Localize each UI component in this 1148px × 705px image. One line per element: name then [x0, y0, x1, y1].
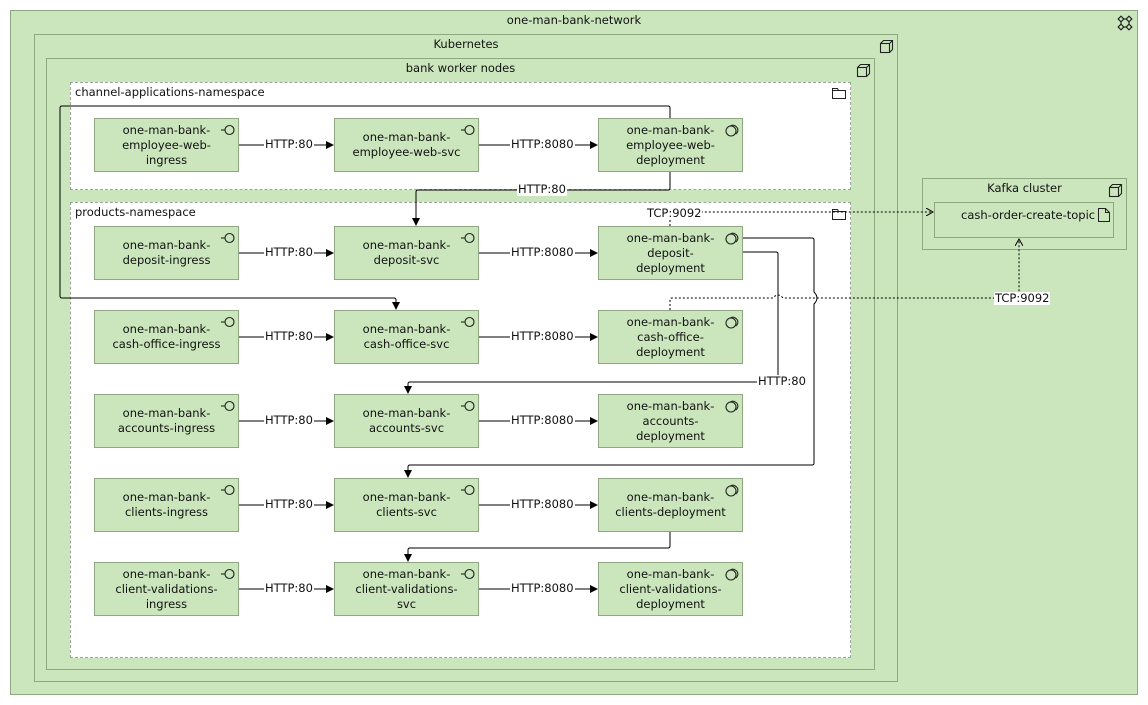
client-validations-deploy-node[interactable]: one-man-bank- client-validations- deploy…: [598, 562, 743, 616]
clients-http8080-label: HTTP:8080: [510, 497, 575, 511]
interface-icon: [461, 400, 475, 412]
cash-office-http80-label: HTTP:80: [264, 329, 314, 343]
cash-office-deploy-node[interactable]: one-man-bank- cash-office- deployment: [598, 310, 743, 364]
products-namespace-title: products-namespace: [75, 205, 196, 219]
kafka-topic-label: cash-order-create-topic: [961, 208, 1096, 222]
system-software-icon: [725, 568, 739, 581]
cash-office-ingress-label: one-man-bank- cash-office-ingress: [112, 322, 221, 351]
interface-icon: [221, 232, 235, 244]
interface-icon: [461, 316, 475, 328]
interface-icon: [461, 124, 475, 136]
employee-web-http80-label: HTTP:80: [264, 137, 314, 151]
employee-web-ingress-node[interactable]: one-man-bank- employee-web- ingress: [94, 118, 239, 172]
deposit-svc-node[interactable]: one-man-bank- deposit-svc: [334, 226, 479, 280]
cash-office-kafka-tcp-label: TCP:9092: [994, 291, 1051, 305]
deposit-http80-label: HTTP:80: [264, 245, 314, 259]
accounts-deploy-node[interactable]: one-man-bank- accounts- deployment: [598, 394, 743, 448]
device-icon: [1108, 183, 1123, 198]
network-title: one-man-bank-network: [506, 13, 642, 27]
accounts-deploy-label: one-man-bank- accounts- deployment: [626, 398, 715, 443]
system-software-icon: [725, 124, 739, 137]
deposit-deploy-node[interactable]: one-man-bank- deposit- deployment: [598, 226, 743, 280]
client-validations-svc-node[interactable]: one-man-bank- client-validations- svc: [334, 562, 479, 616]
employee-web-ingress-label: one-man-bank- employee-web- ingress: [122, 122, 211, 167]
client-validations-deploy-label: one-man-bank- client-validations- deploy…: [619, 566, 722, 611]
system-software-icon: [725, 232, 739, 245]
deposit-ingress-label: one-man-bank- deposit-ingress: [122, 238, 211, 267]
deposit-svc-label: one-man-bank- deposit-svc: [362, 238, 451, 267]
employee-web-svc-node[interactable]: one-man-bank- employee-web-svc: [334, 118, 479, 172]
accounts-http8080-label: HTTP:8080: [510, 413, 575, 427]
cash-office-svc-node[interactable]: one-man-bank- cash-office-svc: [334, 310, 479, 364]
interface-icon: [461, 568, 475, 580]
accounts-http80-label: HTTP:80: [264, 413, 314, 427]
kafka-topic-node[interactable]: cash-order-create-topic: [934, 202, 1114, 238]
deposit-http8080-label: HTTP:8080: [510, 245, 575, 259]
employee-web-deploy-node[interactable]: one-man-bank- employee-web- deployment: [598, 118, 743, 172]
accounts-ingress-node[interactable]: one-man-bank- accounts-ingress: [94, 394, 239, 448]
cash-office-http8080-label: HTTP:8080: [510, 329, 575, 343]
artifact-icon: [1098, 208, 1110, 222]
channel-namespace-title: channel-applications-namespace: [75, 85, 265, 99]
network-icon: [1117, 15, 1133, 31]
interface-icon: [221, 124, 235, 136]
system-software-icon: [725, 484, 739, 497]
accounts-svc-label: one-man-bank- accounts-svc: [362, 406, 451, 435]
device-icon: [856, 63, 871, 78]
clients-svc-node[interactable]: one-man-bank- clients-svc: [334, 478, 479, 532]
system-software-icon: [725, 400, 739, 413]
interface-icon: [221, 400, 235, 412]
cash-office-deploy-label: one-man-bank- cash-office- deployment: [626, 314, 715, 359]
clients-ingress-label: one-man-bank- clients-ingress: [122, 490, 211, 519]
cash-office-svc-label: one-man-bank- cash-office-svc: [362, 322, 451, 351]
interface-icon: [221, 484, 235, 496]
accounts-ingress-label: one-man-bank- accounts-ingress: [117, 406, 216, 435]
interface-icon: [221, 568, 235, 580]
deposit-ingress-node[interactable]: one-man-bank- deposit-ingress: [94, 226, 239, 280]
worker-nodes-title: bank worker nodes: [405, 61, 516, 75]
employee-web-deposit-http80-label: HTTP:80: [517, 182, 567, 196]
interface-icon: [461, 484, 475, 496]
accounts-svc-node[interactable]: one-man-bank- accounts-svc: [334, 394, 479, 448]
folder-icon: [832, 88, 846, 99]
clients-http80-label: HTTP:80: [264, 497, 314, 511]
deposit-kafka-tcp-label: TCP:9092: [646, 206, 703, 220]
clients-deploy-node[interactable]: one-man-bank- clients-deployment: [598, 478, 743, 532]
interface-icon: [461, 232, 475, 244]
cash-office-ingress-node[interactable]: one-man-bank- cash-office-ingress: [94, 310, 239, 364]
device-icon: [879, 39, 894, 54]
interface-icon: [221, 316, 235, 328]
client-validations-ingress-label: one-man-bank- client-validations- ingres…: [115, 566, 218, 611]
deposit-accounts-http80-label: HTTP:80: [757, 374, 807, 388]
clients-deploy-label: one-man-bank- clients-deployment: [615, 490, 726, 519]
system-software-icon: [725, 316, 739, 329]
clients-svc-label: one-man-bank- clients-svc: [362, 490, 451, 519]
deposit-deploy-label: one-man-bank- deposit- deployment: [626, 230, 715, 275]
kafka-cluster-title: Kafka cluster: [987, 181, 1062, 195]
client-validations-http8080-label: HTTP:8080: [510, 581, 575, 595]
folder-icon: [832, 209, 846, 220]
client-validations-svc-label: one-man-bank- client-validations- svc: [355, 566, 458, 611]
client-validations-http80-label: HTTP:80: [264, 581, 314, 595]
employee-web-http8080-label: HTTP:8080: [510, 137, 575, 151]
employee-web-deploy-label: one-man-bank- employee-web- deployment: [626, 122, 715, 167]
clients-ingress-node[interactable]: one-man-bank- clients-ingress: [94, 478, 239, 532]
kubernetes-title: Kubernetes: [433, 37, 499, 51]
client-validations-ingress-node[interactable]: one-man-bank- client-validations- ingres…: [94, 562, 239, 616]
employee-web-svc-label: one-man-bank- employee-web-svc: [352, 130, 461, 159]
